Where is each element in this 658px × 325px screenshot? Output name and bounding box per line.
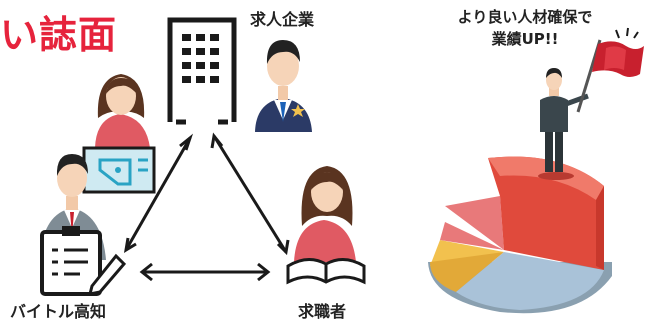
headline: い誌面 bbox=[0, 13, 118, 57]
woman-reading-icon bbox=[286, 166, 366, 285]
man-with-clipboard-icon bbox=[40, 154, 127, 296]
goal-line-1: より良い人材確保で bbox=[457, 8, 593, 26]
relationship-arrows bbox=[123, 132, 290, 282]
flag-businessman-icon bbox=[538, 27, 644, 180]
pie-chart-icon bbox=[428, 156, 612, 314]
goal-line-2: 業績UP!! bbox=[491, 30, 559, 48]
businessman-icon bbox=[255, 40, 312, 132]
office-building-icon bbox=[167, 17, 237, 125]
label-media: バイトル高知 bbox=[10, 302, 107, 321]
label-company: 求人企業 bbox=[250, 10, 315, 29]
goal-text: より良い人材確保で 業績UP!! bbox=[430, 6, 620, 50]
label-jobseeker: 求職者 bbox=[298, 302, 347, 321]
woman-presenter-icon bbox=[82, 74, 156, 194]
